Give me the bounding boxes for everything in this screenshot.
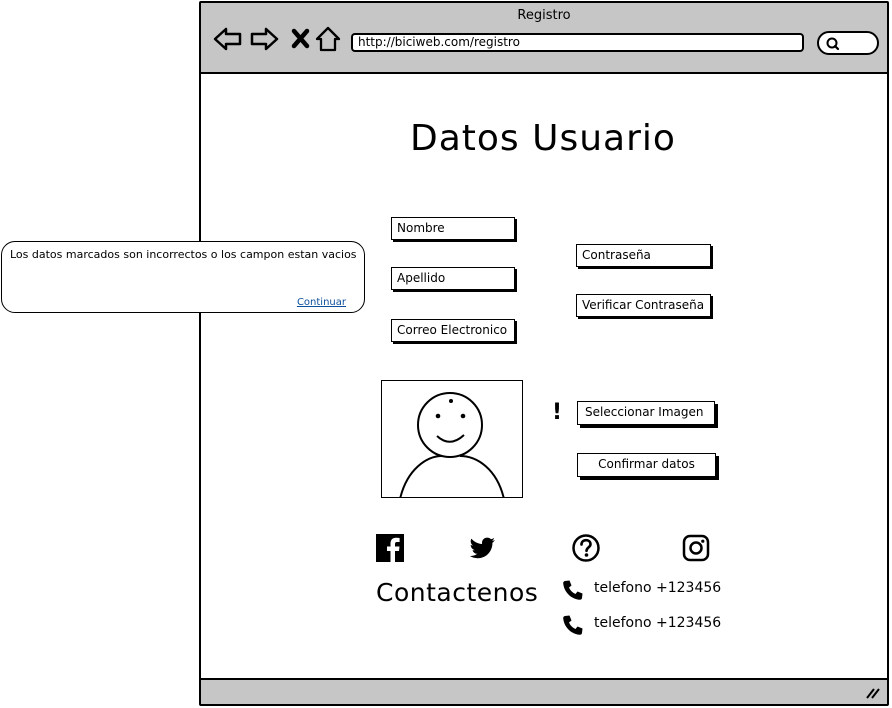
phone-icon	[563, 615, 583, 635]
window-title: Registro	[517, 8, 571, 23]
back-arrow-icon[interactable]	[213, 25, 243, 53]
home-icon[interactable]	[313, 25, 343, 53]
confirmar-datos-button[interactable]: Confirmar datos	[577, 453, 716, 477]
nombre-field[interactable]: Nombre	[391, 217, 515, 240]
page-title: Datos Usuario	[410, 118, 676, 159]
browser-window: Registro http://biciweb.com/registro	[199, 1, 889, 706]
phone-text: telefono +123456	[594, 615, 722, 631]
help-icon[interactable]	[571, 533, 601, 563]
error-dialog: Los datos marcados son incorrectos o los…	[1, 241, 365, 313]
facebook-icon[interactable]	[375, 533, 405, 563]
correo-field[interactable]: Correo Electronico	[391, 319, 515, 342]
avatar-icon	[399, 392, 505, 497]
resize-grip-icon[interactable]	[865, 686, 881, 700]
apellido-field[interactable]: Apellido	[391, 267, 515, 290]
continuar-link[interactable]: Continuar	[296, 297, 346, 308]
address-bar[interactable]: http://biciweb.com/registro	[351, 33, 804, 52]
contrasena-field[interactable]: Contraseña	[576, 244, 711, 267]
error-message: Los datos marcados son incorrectos o los…	[10, 248, 357, 261]
instagram-icon[interactable]	[681, 533, 711, 563]
verificar-contrasena-field[interactable]: Verificar Contraseña	[576, 294, 711, 317]
warning-mark: !	[552, 400, 563, 425]
search-field[interactable]	[817, 31, 879, 55]
browser-titlebar: Registro http://biciweb.com/registro	[201, 3, 887, 74]
seleccionar-imagen-button[interactable]: Seleccionar Imagen	[577, 401, 715, 425]
twitter-icon[interactable]	[467, 533, 497, 563]
forward-arrow-icon[interactable]	[249, 25, 279, 53]
close-x-icon[interactable]	[286, 25, 316, 53]
contact-title: Contactenos	[376, 578, 539, 607]
phone-text: telefono +123456	[594, 580, 722, 596]
phone-icon	[563, 580, 583, 600]
browser-statusbar	[201, 678, 887, 704]
search-icon	[826, 37, 840, 51]
profile-image-placeholder	[381, 380, 523, 498]
